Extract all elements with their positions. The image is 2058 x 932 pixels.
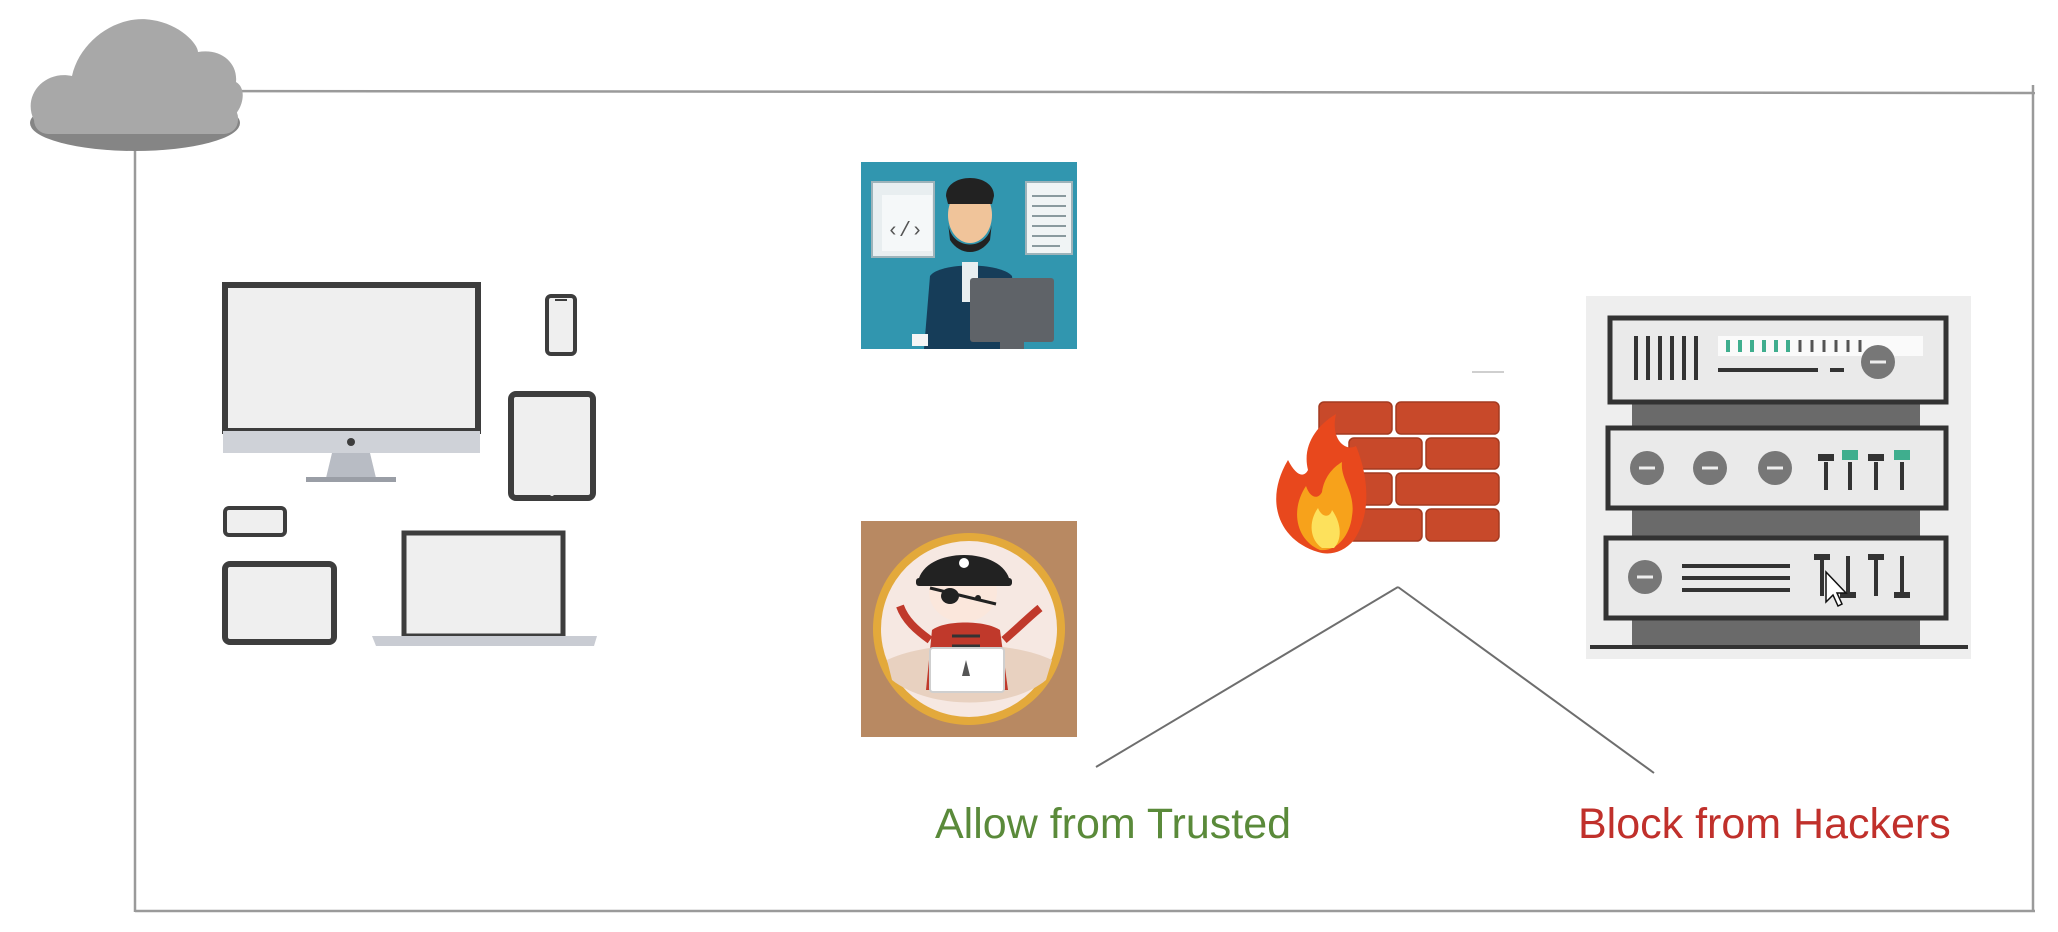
svg-text:‹/›: ‹/› [887, 220, 923, 243]
tablet-icon [508, 391, 596, 501]
tablet-landscape-icon [222, 561, 337, 645]
server-unit-3 [1603, 535, 1949, 621]
allow-from-trusted-label: Allow from Trusted [935, 800, 1292, 848]
connector-lines [1095, 586, 1655, 774]
server-unit-1 [1607, 315, 1949, 405]
server-rack-icon [1586, 296, 1971, 659]
cloud-icon [30, 19, 243, 151]
allow-connector [1095, 586, 1399, 768]
laptop-icon [372, 530, 597, 646]
developer-illustration: ‹/› [861, 162, 1077, 349]
network-boundary-frame [133, 85, 2036, 913]
smartphone-landscape-icon [223, 506, 287, 537]
mouse-cursor-icon [1825, 570, 1848, 608]
devices-icon [222, 282, 597, 646]
pirate-hacker-illustration [861, 521, 1077, 737]
desktop-monitor-icon [222, 282, 481, 482]
block-from-hackers-label: Block from Hackers [1578, 800, 1951, 848]
firewall-icon [1276, 371, 1504, 554]
server-unit-2 [1605, 425, 1949, 511]
smartphone-icon [545, 294, 577, 356]
block-connector [1397, 586, 1655, 774]
